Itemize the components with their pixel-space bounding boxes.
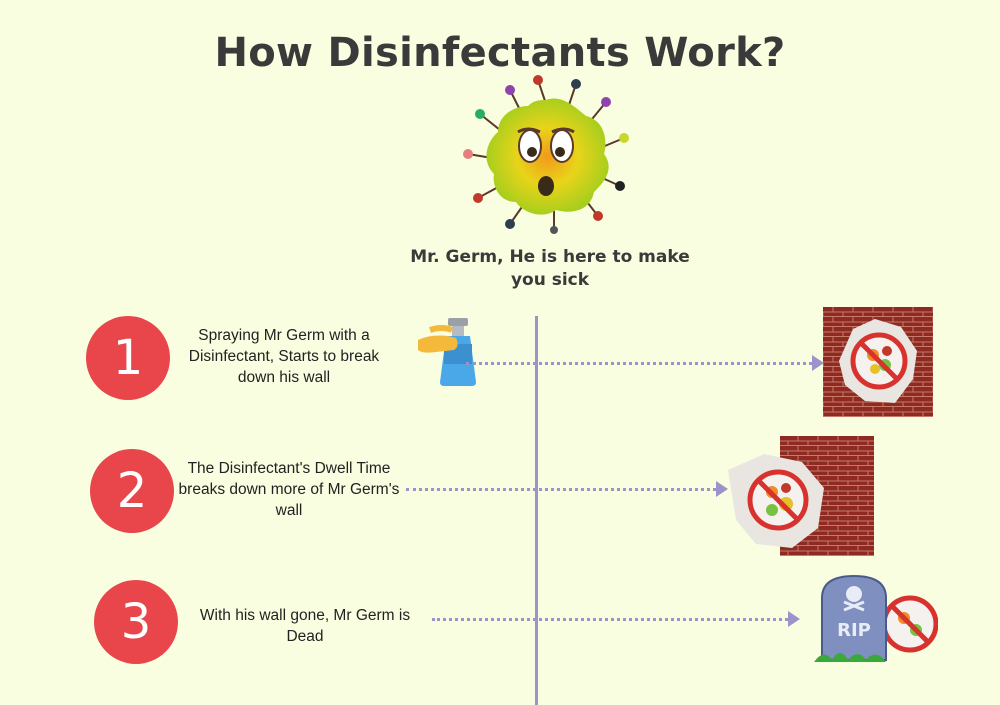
spray-bottle-icon: [416, 316, 482, 393]
germ-caption: Mr. Germ, He is here to make you sick: [410, 247, 690, 290]
broken-wall-1-icon: [823, 307, 933, 422]
page-title: How Disinfectants Work?: [214, 30, 786, 76]
arrow-head-2: [716, 481, 728, 497]
germ-illustration: [458, 74, 634, 234]
arrow-head-1: [812, 355, 824, 371]
tombstone-rip-text: RIP: [837, 620, 871, 641]
step-text-1: Spraying Mr Germ with a Disinfectant, St…: [188, 327, 380, 386]
step-number-3: 3: [94, 580, 178, 664]
connector-dots-1: [466, 362, 812, 365]
step-text-3: With his wall gone, Mr Germ is Dead: [199, 607, 411, 645]
step-text-2: The Disinfectant's Dwell Time breaks dow…: [178, 460, 400, 519]
connector-dots-3: [432, 618, 788, 621]
step-number-2: 2: [90, 449, 174, 533]
tombstone-icon: RIP: [814, 572, 939, 669]
arrow-head-3: [788, 611, 800, 627]
timeline-line: [535, 316, 538, 705]
connector-dots-2: [406, 488, 716, 491]
broken-wall-2-icon: [728, 436, 876, 561]
step-number-1: 1: [86, 316, 170, 400]
